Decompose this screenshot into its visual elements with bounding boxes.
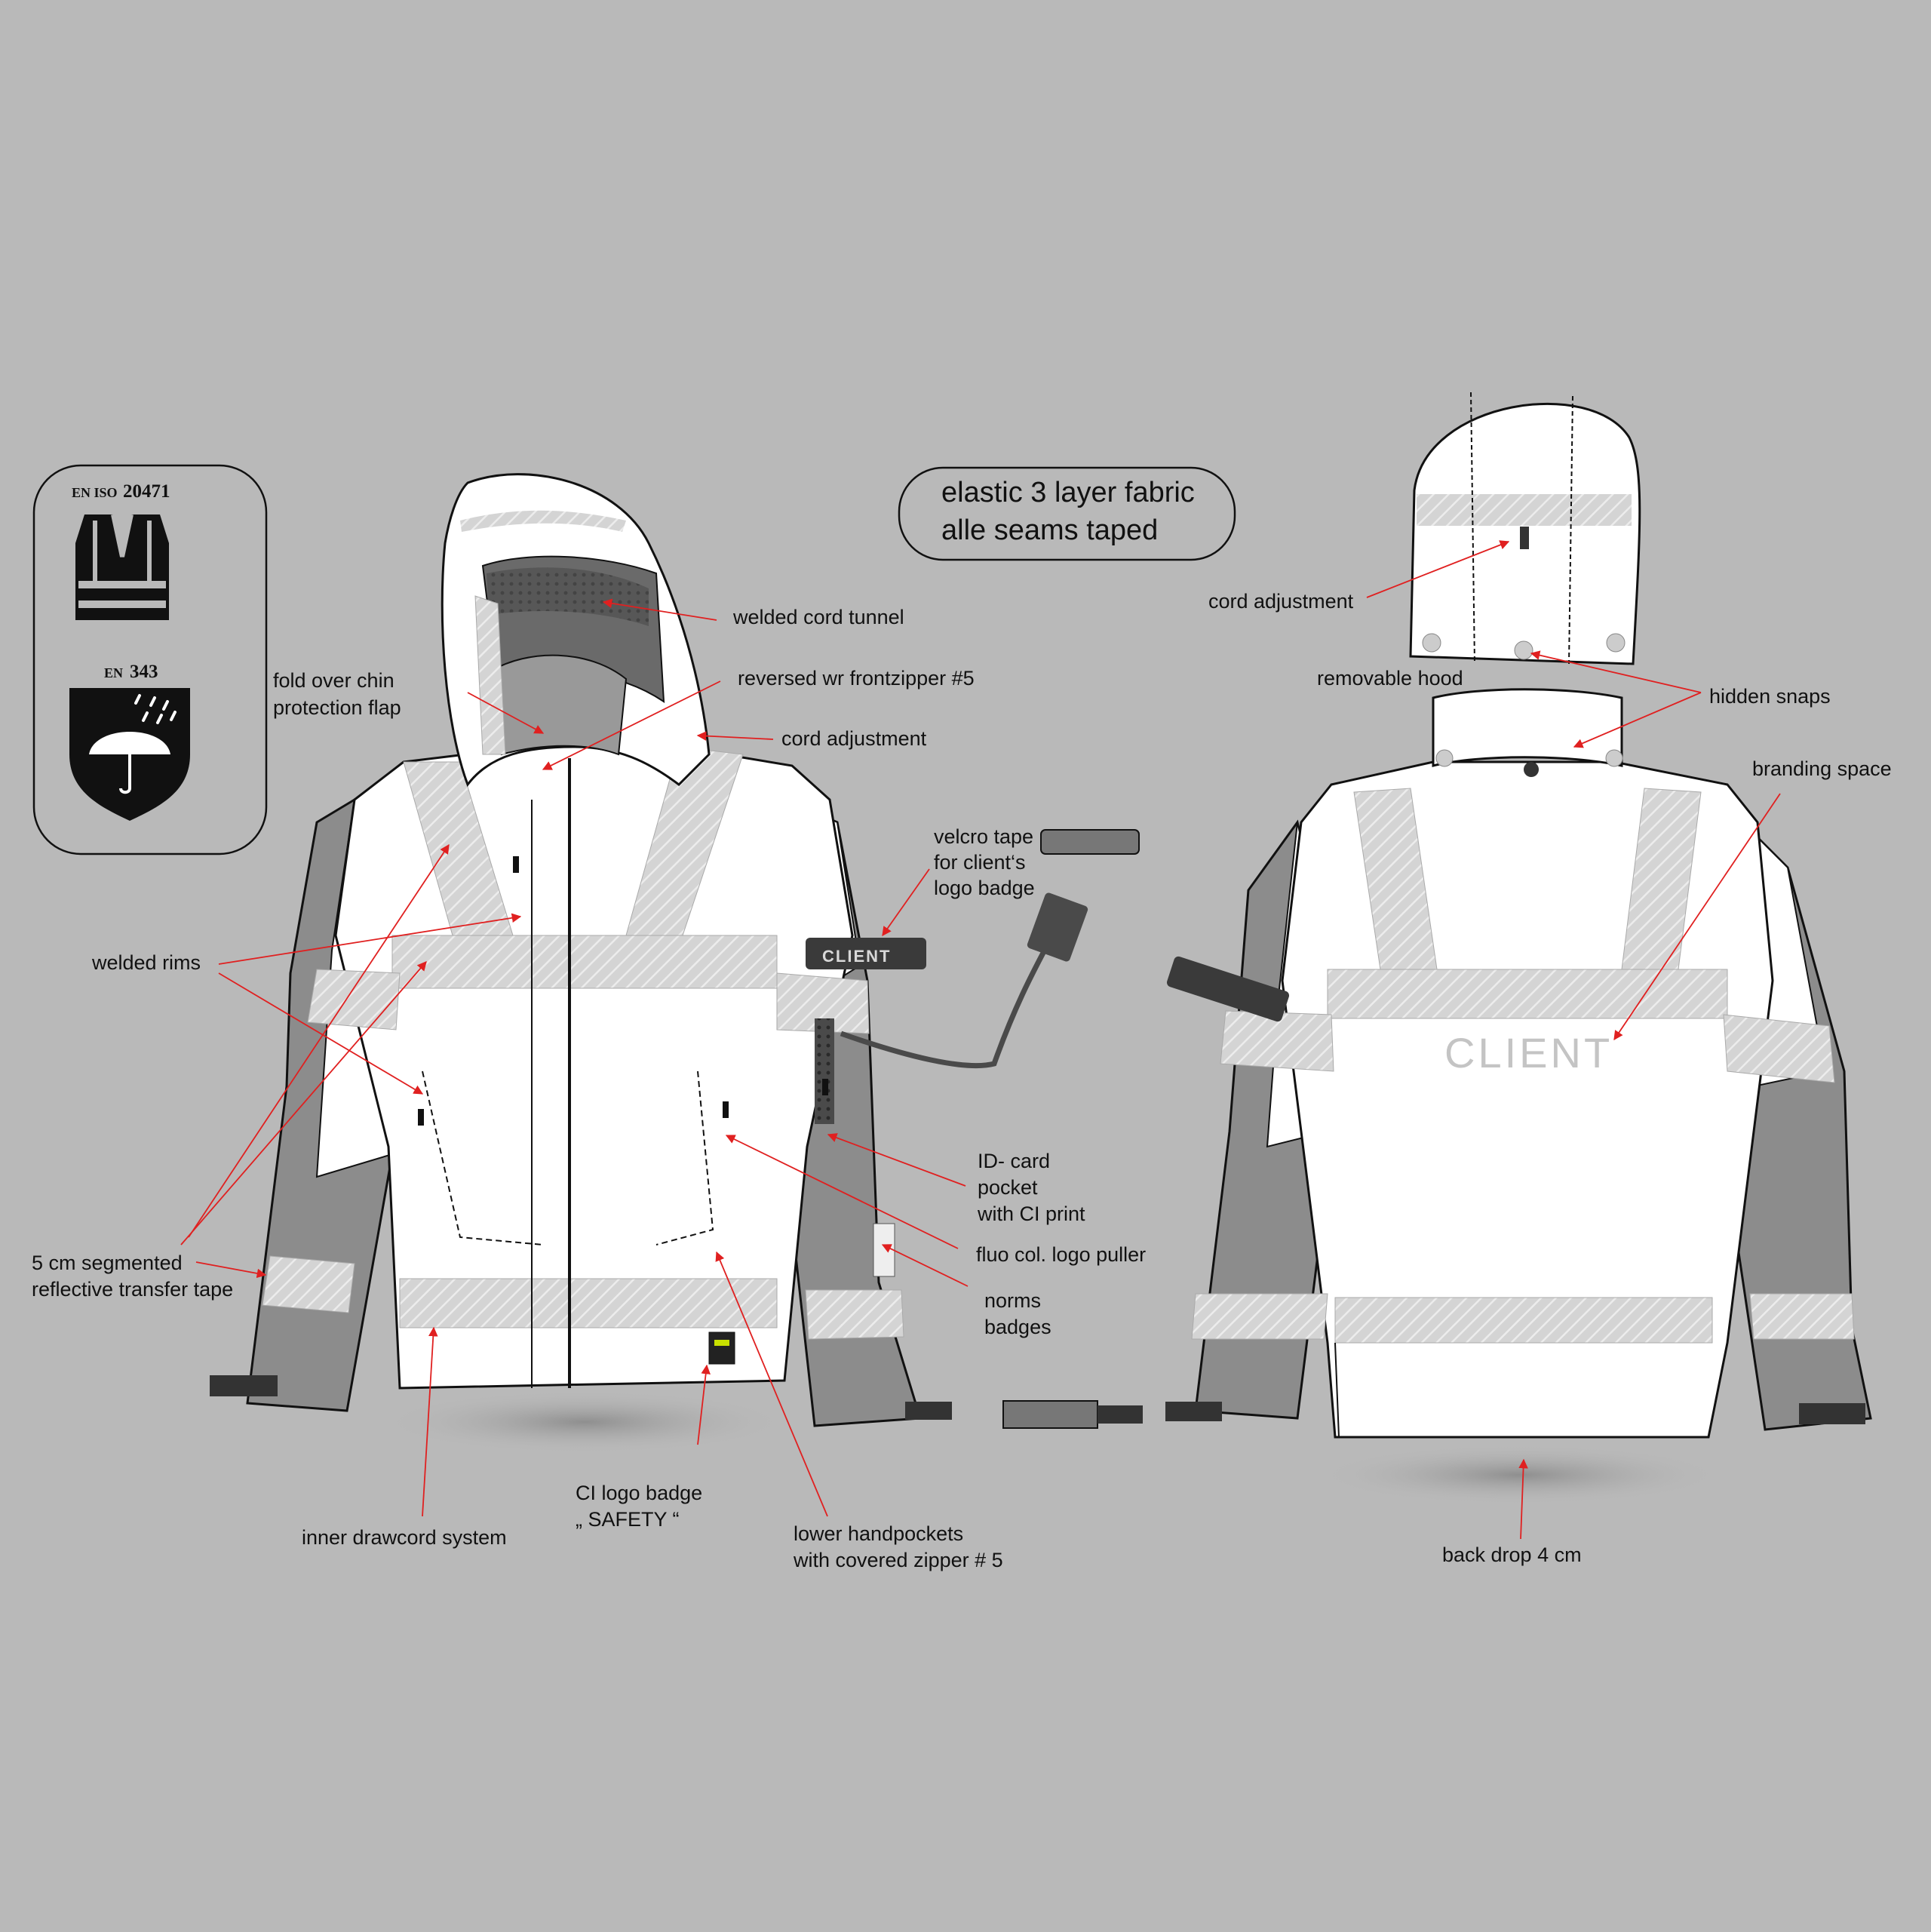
front-jacket-view: CLIENT: [210, 473, 1088, 1454]
hood-snap-center: [1514, 640, 1533, 660]
label-hidden-snaps: hidden snaps: [1709, 685, 1831, 708]
hivis-vest-icon: [75, 514, 169, 620]
fabric-note-line1: elastic 3 layer fabric: [941, 477, 1195, 508]
back-reflective-band: [1327, 969, 1728, 1019]
label-ci-logo-1: CI logo badge: [576, 1482, 702, 1504]
id-card-icon: [1027, 892, 1088, 962]
label-norms-badges-2: badges: [984, 1316, 1051, 1338]
fabric-note-line2: alle seams taped: [941, 514, 1158, 546]
callout-labels: welded cord tunnel fold over chin protec…: [32, 590, 1892, 1571]
label-lower-pockets-2: with covered zipper # 5: [793, 1549, 1003, 1571]
velcro-tape-sample: [1040, 829, 1140, 855]
label-ci-logo-2: „ SAFETY “: [576, 1508, 680, 1531]
label-segmented-1: 5 cm segmented: [32, 1252, 183, 1274]
label-welded-rims: welded rims: [91, 951, 201, 974]
cuff-tab-sample: [1002, 1400, 1098, 1429]
collar-snap-center: [1524, 762, 1539, 777]
label-branding-space: branding space: [1752, 757, 1892, 780]
fabric-note: elastic 3 layer fabric alle seams taped: [898, 466, 1236, 561]
label-removable-hood: removable hood: [1317, 667, 1463, 690]
sleeve-norms-badges: [873, 1223, 895, 1277]
back-client-print: CLIENT: [1444, 1029, 1613, 1077]
label-velcro-2: for client‘s: [934, 851, 1026, 874]
hivis-norm-number: 20471: [123, 481, 170, 502]
back-hood-view: [1409, 392, 1641, 665]
back-client-arm-badge: [1166, 956, 1290, 1022]
label-id-card-3: with CI print: [977, 1203, 1085, 1225]
rain-norm-number: 343: [130, 662, 158, 682]
label-fold-over-chin-2: protection flap: [273, 696, 401, 719]
hivis-norm-prefix: EN ISO: [72, 485, 118, 500]
front-client-arm-badge-text: CLIENT: [822, 947, 891, 966]
label-inner-drawcord: inner drawcord system: [302, 1526, 507, 1549]
label-velcro-3: logo badge: [934, 877, 1035, 899]
label-fluo-puller: fluo col. logo puller: [976, 1243, 1146, 1266]
front-client-arm-badge: [806, 938, 926, 969]
label-welded-cord-tunnel: welded cord tunnel: [732, 606, 904, 628]
label-back-drop: back drop 4 cm: [1442, 1543, 1582, 1566]
ci-logo-badge: [708, 1332, 735, 1365]
front-chest-reflective-band: [391, 935, 778, 989]
hood-snap-left: [1422, 633, 1441, 653]
label-id-card-2: pocket: [978, 1176, 1038, 1199]
hood-snap-right: [1606, 633, 1626, 653]
front-hem-reflective-band: [399, 1278, 778, 1328]
label-cord-adjustment-front: cord adjustment: [781, 727, 927, 750]
label-segmented-2: reflective transfer tape: [32, 1278, 233, 1301]
collar-snap-right: [1605, 749, 1623, 767]
label-fold-over-chin-1: fold over chin: [273, 669, 394, 692]
label-reversed-zipper: reversed wr frontzipper #5: [738, 667, 975, 690]
label-lower-pockets-1: lower handpockets: [794, 1522, 963, 1545]
label-id-card-1: ID- card: [978, 1150, 1050, 1172]
collar-snap-left: [1435, 749, 1454, 767]
label-norms-badges-1: norms: [984, 1289, 1041, 1312]
norms-box: EN ISO 20471 EN 343: [32, 464, 268, 855]
leader-arrows: [180, 540, 1781, 1540]
rain-norm-prefix: EN: [104, 665, 123, 680]
rain-shield-icon: [69, 688, 190, 821]
label-cord-adjustment-hood: cord adjustment: [1208, 590, 1354, 613]
back-jacket-view: CLIENT: [1165, 688, 1872, 1505]
label-velcro-1: velcro tape: [934, 825, 1033, 848]
